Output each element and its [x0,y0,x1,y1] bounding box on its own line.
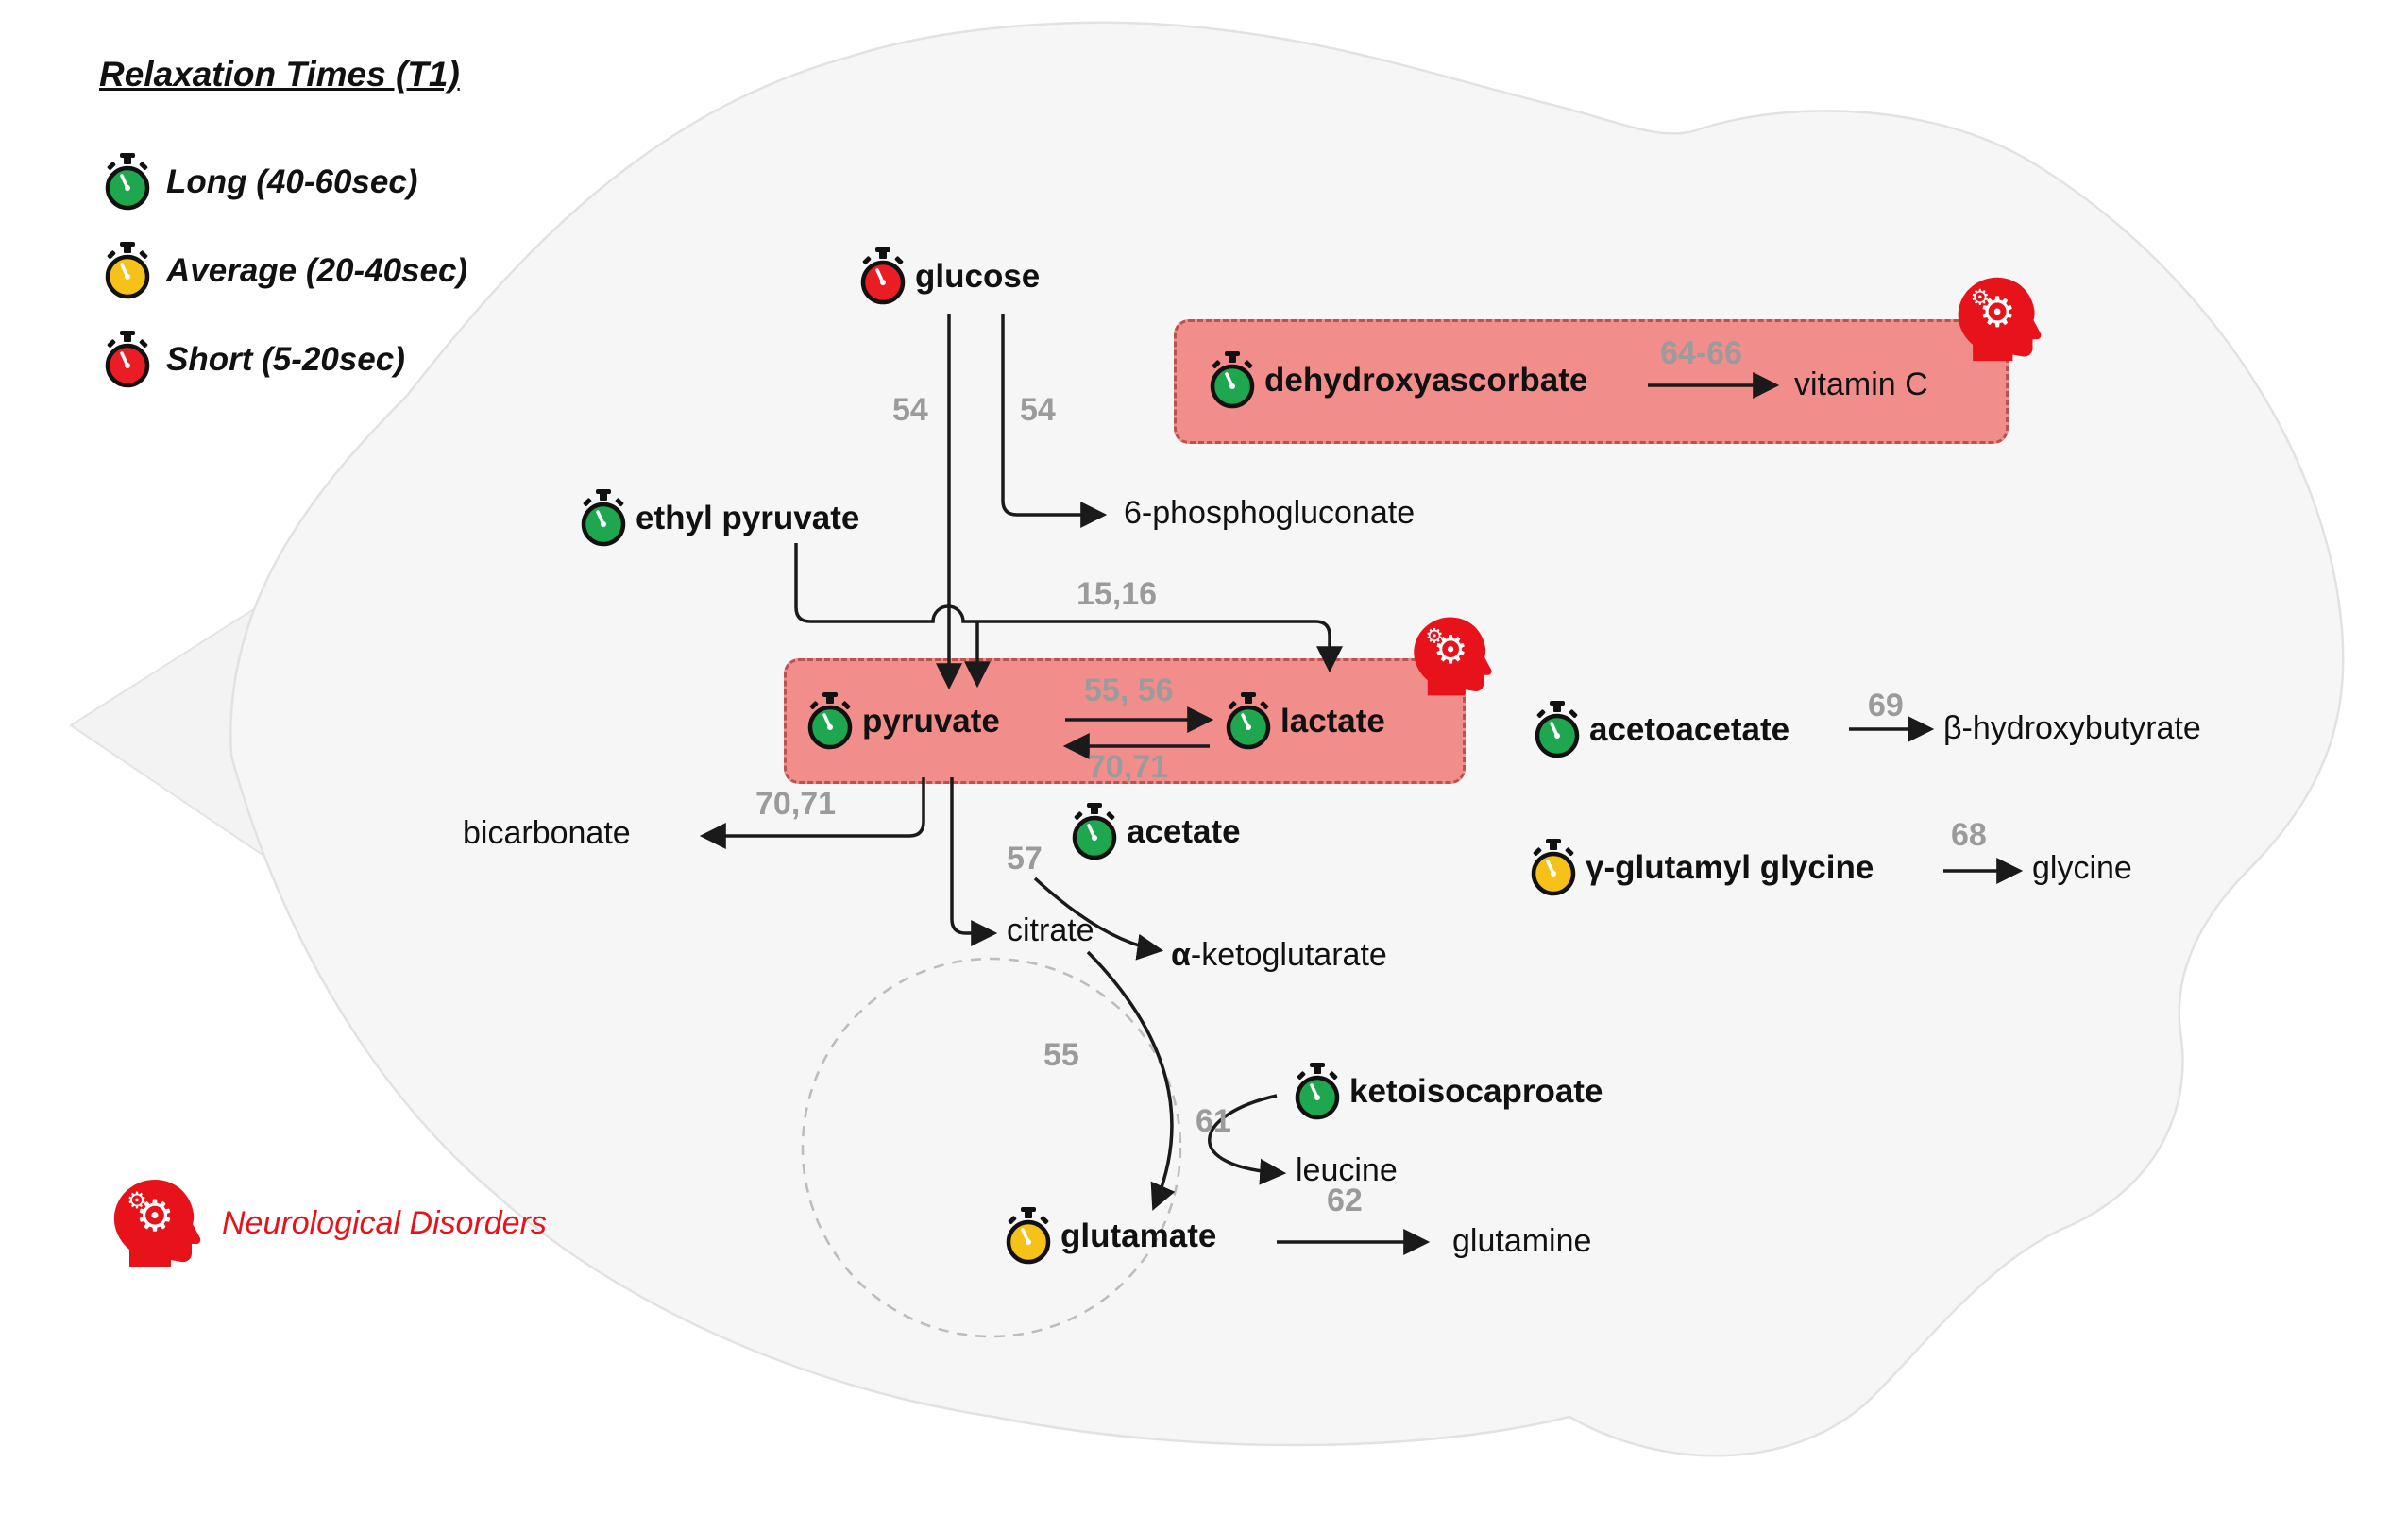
neurological-disorders-icon [1409,614,1494,699]
stopwatch-long-icon [1207,351,1258,410]
legend-short-label: Short (5-20sec) [166,341,405,378]
ref-61: 61 [1196,1103,1231,1139]
neurological-disorders-icon [1953,274,2043,365]
stopwatch-long-icon [578,489,629,548]
dehydroxyascorbate-label: dehydroxyascorbate [1264,362,1588,399]
glutamate-label: glutamate [1060,1217,1217,1254]
ref-55-56: 55, 56 [1084,672,1174,708]
ref-55-tca: 55 [1043,1037,1079,1073]
glucose-label: glucose [915,258,1041,295]
vitamin-c-label: vitamin C [1794,366,1928,402]
legend-average-label: Average (20-40sec) [166,252,468,289]
node-ketoisocaproate: ketoisocaproate [1292,1063,1603,1121]
bicarbonate-label: bicarbonate [463,815,631,851]
ethyl-pyruvate-label: ethyl pyruvate [636,500,860,536]
node-lactate: lactate [1223,692,1385,751]
alpha-ketoglutarate-rest: -ketoglutarate [1190,937,1387,973]
node-ethyl-pyruvate: ethyl pyruvate [578,489,859,548]
neurological-disorders-icon [109,1176,203,1270]
glutamine-label: glutamine [1452,1223,1592,1259]
six-phosphogluconate-label: 6-phosphogluconate [1124,495,1416,531]
citrate-label: citrate [1007,912,1094,948]
glycine-label: glycine [2032,850,2132,886]
lactate-label: lactate [1280,703,1385,740]
ref-54-left: 54 [892,392,928,428]
stopwatch-short-icon [857,247,908,306]
legend-item-disorders: Neurological Disorders [109,1176,547,1270]
ketoisocaproate-label: ketoisocaproate [1349,1073,1603,1110]
ref-64-66: 64-66 [1660,335,1742,371]
ref-54-right: 54 [1020,392,1056,428]
pyruvate-lactate-highlight-box [784,658,1466,784]
beta-hydroxybutyrate-label: β-hydroxybutyrate [1943,710,2201,746]
stopwatch-long-icon [1069,803,1120,861]
leucine-label: leucine [1296,1152,1398,1188]
node-gamma-glutamyl-glycine: γ-glutamyl glycine [1528,839,1874,897]
stopwatch-long-icon [1292,1063,1343,1121]
node-acetoacetate: acetoacetate [1532,701,1789,759]
ref-57: 57 [1007,841,1043,877]
ref-70-71-bicarbonate: 70,71 [755,786,837,822]
pyruvate-label: pyruvate [862,703,1000,740]
legend-title: Relaxation Times (T1) [99,55,460,94]
stopwatch-long-icon [1532,701,1583,759]
stopwatch-average-icon [102,242,153,300]
stopwatch-long-icon [805,692,856,751]
node-pyruvate: pyruvate [805,692,1000,751]
stopwatch-short-icon [102,331,153,389]
legend-long-label: Long (40-60sec) [166,163,418,200]
node-dehydroxyascorbate: dehydroxyascorbate [1207,351,1587,410]
stopwatch-average-icon [1003,1207,1054,1266]
alpha-symbol: α [1171,937,1191,973]
node-glutamate: glutamate [1003,1207,1216,1266]
ref-68: 68 [1951,817,1987,853]
ref-15-16: 15,16 [1077,576,1158,612]
alpha-ketoglutarate-label: α-ketoglutarate [1171,937,1387,974]
stopwatch-long-icon [1223,692,1274,751]
legend-item-average: Average (20-40sec) [102,242,467,300]
ref-62: 62 [1327,1183,1363,1218]
dehydroxyascorbate-highlight-box [1174,319,2009,444]
node-acetate: acetate [1069,803,1241,861]
stopwatch-long-icon [102,153,153,212]
gamma-glutamyl-glycine-label: γ-glutamyl glycine [1586,849,1874,886]
stopwatch-average-icon [1528,839,1579,897]
legend-item-short: Short (5-20sec) [102,331,405,389]
disorders-label: Neurological Disorders [222,1204,547,1241]
acetate-label: acetate [1127,813,1241,850]
legend-item-long: Long (40-60sec) [102,153,417,212]
legend-title-wrap: Relaxation Times (T1) [99,55,460,94]
acetoacetate-label: acetoacetate [1589,711,1790,748]
ref-70-71-lactate: 70,71 [1088,749,1169,785]
node-glucose: glucose [857,247,1040,306]
ref-69: 69 [1868,688,1904,723]
